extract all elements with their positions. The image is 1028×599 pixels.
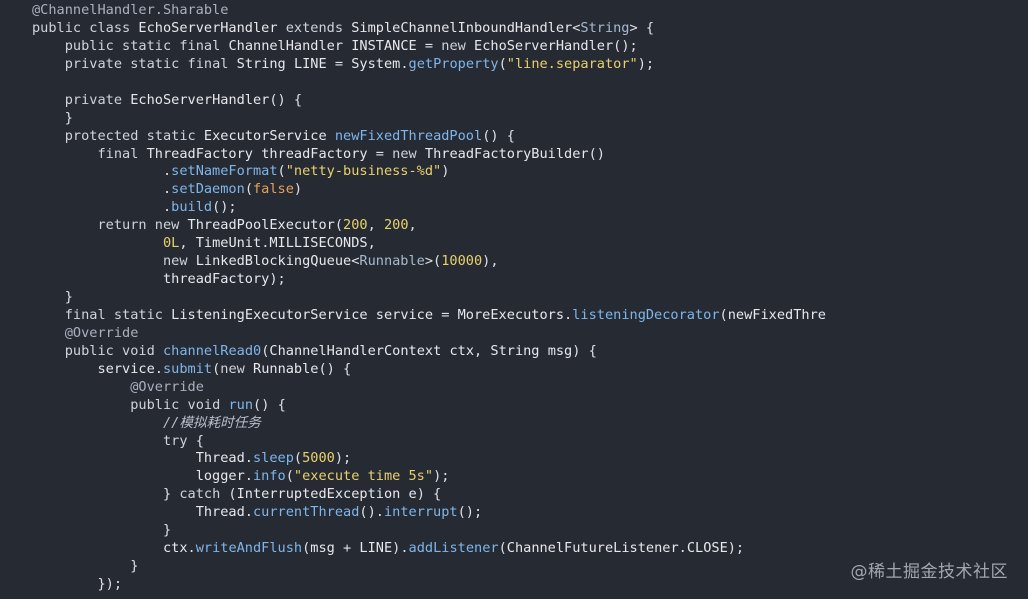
code-line: .build(); — [32, 199, 237, 216]
watermark: @稀土掘金技术社区 — [850, 562, 1008, 582]
code-line: final static ListeningExecutorService se… — [64, 306, 826, 323]
code-line: @Override — [64, 324, 139, 341]
code-line: public static final ChannelHandler INSTA… — [64, 37, 638, 54]
code-line: Thread.currentThread().interrupt(); — [195, 504, 483, 521]
code-line: return new ThreadPoolExecutor(200, 200, — [97, 217, 417, 234]
code-line: @Override — [130, 378, 204, 395]
code-line: @ChannelHandler.Sharable — [32, 2, 229, 18]
code-line: private EchoServerHandler() { — [64, 91, 303, 108]
code-line: ​ — [32, 74, 826, 92]
code-line: //模拟耗时任务 — [162, 414, 261, 431]
code-line: protected static ExecutorService newFixe… — [64, 127, 515, 144]
code-line: .setDaemon(false) — [32, 181, 303, 198]
code-line: .setNameFormat("netty-business-%d") — [32, 163, 450, 180]
code-line: ctx.writeAndFlush(msg + LINE).addListene… — [162, 540, 745, 557]
code-line: } — [32, 558, 139, 575]
code-line: public class EchoServerHandler extends S… — [32, 19, 655, 36]
code-line: } — [32, 522, 172, 539]
code-line: logger.info("execute time 5s"); — [195, 468, 450, 485]
code-line: final ThreadFactory threadFactory = new … — [97, 145, 605, 162]
code-line: 0L, TimeUnit.MILLISECONDS, — [162, 235, 376, 252]
code-line: } — [32, 109, 73, 126]
code-line: try { — [162, 432, 204, 449]
code-line: Thread.sleep(5000); — [195, 450, 352, 467]
code-line: } catch (InterruptedException e) { — [32, 486, 442, 503]
code-line: threadFactory); — [162, 271, 286, 288]
code-line: public void run() { — [130, 396, 286, 413]
code-line: private static final String LINE = Syste… — [64, 55, 655, 72]
code-line: service.submit(new Runnable() { — [97, 360, 352, 377]
code-line: }); — [32, 576, 123, 592]
code-line: } — [32, 289, 73, 305]
code-line: public void channelRead0(ChannelHandlerC… — [64, 342, 597, 359]
code-line: new LinkedBlockingQueue<Runnable>(10000)… — [162, 253, 499, 270]
